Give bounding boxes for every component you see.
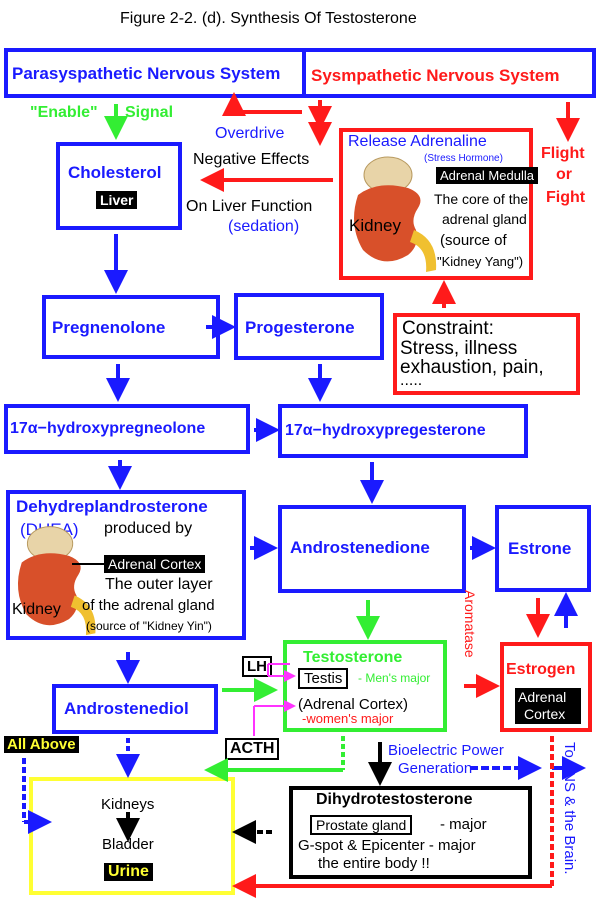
- bioelectric-line-2: Generation: [398, 760, 473, 777]
- progesterone-box: [234, 293, 384, 360]
- kidney-label-top: Kidney: [349, 216, 401, 235]
- or-label: or: [556, 166, 572, 183]
- core-line-4: "Kidney Yang"): [437, 254, 524, 269]
- estrogen-label: Estrogen: [506, 661, 576, 678]
- kidney-illustration-top: [354, 156, 437, 272]
- figure-title: Figure 2-2. (d). Synthesis Of Testostero…: [120, 10, 417, 27]
- kidneys-label: Kidneys: [101, 796, 155, 813]
- adrenal-cortex-paren: (Adrenal Cortex): [298, 696, 409, 713]
- flight-label: Flight: [541, 145, 585, 162]
- cholesterol-label: Cholesterol: [68, 163, 162, 182]
- aromatase-label: Aromatase: [462, 590, 478, 658]
- androstenediol-label: Androstenediol: [64, 699, 189, 718]
- kidney-illustration-dhea: [17, 526, 96, 636]
- sedation-label: (sedation): [228, 218, 300, 235]
- constraint-line-2: Stress, illness: [400, 338, 518, 359]
- constraint-line-1: Constraint:: [402, 318, 494, 339]
- cholesterol-box: [56, 142, 182, 230]
- dihydrotestosterone-label: Dihydrotestosterone: [316, 791, 473, 808]
- androstenedione-box: [278, 505, 466, 593]
- core-line-3: (source of: [440, 232, 507, 249]
- hydroxypregesterone-box: [278, 404, 528, 458]
- outer-line-1: The outer layer: [105, 576, 213, 593]
- prostate-major-label: - major: [440, 816, 487, 833]
- urine-tag: Urine: [104, 863, 153, 881]
- fight-label: Fight: [546, 189, 586, 206]
- core-line-2: adrenal gland: [442, 211, 527, 227]
- nervous-system-box: [4, 48, 596, 98]
- parasympathetic-label: Parasyspathetic Nervous System: [12, 64, 281, 83]
- estrone-box: [495, 505, 591, 592]
- prostate-tag: Prostate gland: [310, 815, 413, 835]
- mens-major-label: - Men's major: [358, 671, 431, 685]
- constraint-line-4: .....: [400, 372, 423, 389]
- dhea-title: Dehydreplandrosterone: [16, 497, 208, 516]
- hydroxypregneolone-label: 17α−hydroxypregneolone: [10, 420, 206, 437]
- sympathetic-label: Sysmpathetic Nervous System: [311, 66, 560, 85]
- estrogen-cortex-label: Cortex: [524, 706, 566, 722]
- bioelectric-line-1: Bioelectric Power: [388, 742, 504, 759]
- enable-label: "Enable": [30, 104, 98, 121]
- acth-tag: ACTH: [225, 738, 280, 760]
- testosterone-box: [283, 640, 447, 732]
- pregnenolone-label: Pregnenolone: [52, 318, 166, 337]
- hydroxypregesterone-label: 17α−hydroxypregesterone: [285, 422, 486, 439]
- lh-tag: LH: [242, 656, 272, 677]
- estrogen-adrenal-label: Adrenal: [518, 689, 567, 705]
- estrone-label: Estrone: [508, 539, 572, 558]
- signal-label: Signal: [125, 104, 174, 121]
- adrenal-cortex-tag: Adrenal Cortex: [104, 555, 206, 573]
- liver-function-label: On Liver Function: [186, 198, 313, 215]
- nervous-divider: [302, 48, 306, 98]
- overdrive-label: Overdrive: [215, 125, 285, 142]
- liver-tag: Liver: [96, 191, 138, 209]
- all-above-tag: All Above: [4, 736, 79, 753]
- produced-by-label: produced by: [104, 520, 193, 537]
- progesterone-label: Progesterone: [245, 318, 355, 337]
- gspot-label: G-spot & Epicenter - major: [298, 837, 476, 854]
- entire-body-label: the entire body !!: [318, 855, 430, 872]
- release-adrenaline-label: Release Adrenaline: [348, 133, 487, 150]
- testis-tag: Testis: [298, 668, 349, 689]
- adrenal-medulla-tag: Adrenal Medulla: [436, 167, 538, 184]
- outer-line-3: (source of "Kidney Yin"): [86, 619, 212, 633]
- testosterone-label: Testosterone: [303, 649, 403, 666]
- outer-line-2: of the adrenal gland: [82, 597, 215, 614]
- constraint-box: [393, 313, 580, 395]
- bladder-label: Bladder: [102, 836, 154, 853]
- stress-hormone-label: (Stress Hormone): [424, 153, 503, 164]
- androstenedione-label: Androstenedione: [290, 538, 430, 557]
- constraint-line-3: exhaustion, pain,: [400, 357, 544, 378]
- womens-major-label: -women's major: [302, 711, 394, 726]
- estrogen-adrenal-tag: [515, 688, 581, 724]
- negative-effects-label: Negative Effects: [193, 151, 310, 168]
- kidney-label-dhea: Kidney: [12, 601, 61, 618]
- hydroxypregneolone-box: [4, 404, 250, 454]
- core-line-1: The core of the: [434, 191, 529, 207]
- cortex-pointer-line: [72, 563, 104, 565]
- androstenediol-box: [52, 684, 218, 734]
